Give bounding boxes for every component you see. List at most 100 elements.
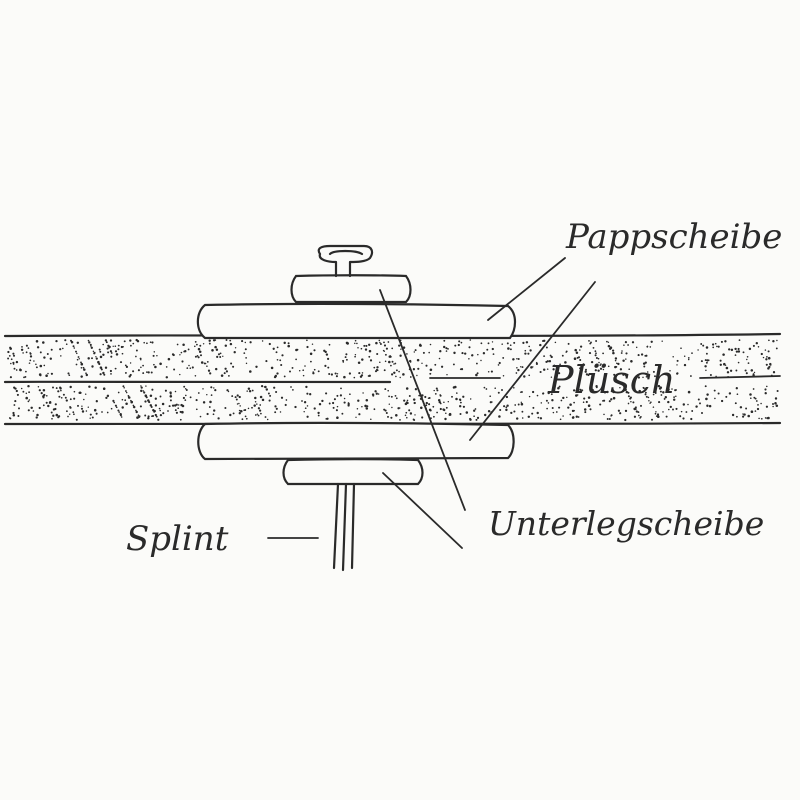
plush-dot: [241, 418, 244, 421]
plush-dot: [283, 375, 286, 378]
plush-dot: [30, 406, 33, 410]
plush-dot: [561, 354, 564, 357]
plush-dot: [571, 409, 575, 413]
plush-dot: [150, 371, 153, 374]
plush-dot: [506, 404, 509, 407]
plush-dot: [238, 412, 241, 415]
plush-dot: [87, 357, 90, 360]
plush-dot: [13, 404, 16, 406]
plush-dot: [548, 360, 552, 363]
plush-dot: [420, 406, 423, 410]
plush-dot: [608, 417, 611, 421]
plush-dot: [344, 356, 347, 359]
plush-dot: [70, 340, 74, 344]
plush-dot: [73, 397, 76, 400]
plush-dot: [517, 403, 520, 406]
plush-dot: [667, 408, 670, 411]
plush-dot: [772, 340, 775, 343]
plush-dot: [245, 362, 248, 365]
plush-dot: [760, 402, 762, 405]
plush-dot: [647, 396, 650, 399]
plush-dot: [542, 392, 545, 395]
plush-dot: [139, 357, 142, 360]
plush-dot: [750, 369, 754, 372]
plush-dot: [327, 366, 330, 369]
plush-dot: [89, 413, 92, 416]
plush-dot: [95, 357, 98, 360]
plush-dot: [469, 418, 472, 421]
plush-dot: [689, 375, 692, 377]
plush-dot: [717, 392, 720, 395]
plush-dot: [147, 371, 150, 374]
plush-dot: [303, 410, 305, 413]
plush-dot: [765, 358, 768, 361]
plush-dot: [305, 385, 308, 389]
plush-dot: [140, 385, 142, 387]
plush-dot: [357, 361, 361, 365]
plush-dot: [417, 367, 420, 370]
plush-dot: [114, 404, 117, 407]
plush-dot: [340, 387, 342, 390]
plush-dot: [436, 389, 439, 392]
plush-dot: [395, 397, 398, 400]
plush-dot: [428, 403, 431, 406]
plush-dot: [646, 345, 649, 348]
plush-dot: [64, 396, 67, 399]
plush-dot: [440, 365, 444, 368]
plush-dot: [19, 369, 22, 372]
plush-dot: [383, 341, 385, 344]
plush-dot: [76, 358, 79, 361]
plush-dot: [186, 367, 189, 369]
plush-dot: [36, 413, 39, 417]
plush-dot: [265, 360, 268, 363]
plush-dot: [181, 360, 184, 363]
plush-dot: [752, 344, 755, 347]
plush-dot: [583, 397, 586, 400]
plush-dot: [22, 352, 24, 354]
plush-dot: [513, 387, 515, 389]
plush-dot: [445, 350, 448, 352]
plush-dot: [279, 411, 282, 413]
plush-dot: [169, 399, 172, 402]
plush-dot: [374, 370, 378, 373]
plush-dot: [80, 367, 83, 369]
plush-dot: [98, 362, 101, 366]
plush-dot: [120, 416, 123, 418]
plush-dot: [154, 404, 158, 407]
plush-dot: [607, 341, 610, 344]
plush-dot: [513, 410, 516, 413]
plush-dot: [328, 402, 331, 405]
plush-dot: [219, 356, 222, 358]
plush-dot: [156, 354, 158, 357]
plush-dot: [317, 370, 320, 373]
plush-dot: [602, 352, 605, 355]
plush-dot: [522, 341, 525, 344]
plush-dot: [645, 375, 648, 378]
plush-dot: [519, 391, 522, 393]
plush-dot: [348, 372, 352, 375]
plush-dot: [390, 395, 393, 398]
plush-dot: [531, 412, 534, 415]
plush-dot: [244, 341, 247, 344]
plush-dot: [226, 389, 229, 392]
plush-dot: [379, 343, 382, 345]
plush-dot: [385, 411, 388, 415]
leader-pappscheibe-lower: [469, 281, 596, 441]
plush-dot: [62, 393, 65, 396]
plush-dot: [202, 401, 206, 404]
plush-dot: [540, 402, 543, 404]
plush-dot: [454, 344, 457, 347]
plush-dot: [660, 394, 663, 396]
plush-dot: [361, 358, 364, 361]
plush-dot: [451, 395, 453, 398]
plush-dot: [465, 411, 469, 414]
plush-dot: [494, 387, 496, 389]
plush-dot: [311, 343, 314, 345]
plush-dot: [395, 414, 398, 417]
plush-dot: [516, 417, 519, 420]
plush-dot: [42, 388, 46, 392]
plush-dot: [546, 407, 548, 410]
plush-dot: [10, 358, 13, 361]
plush-dot: [113, 401, 116, 404]
